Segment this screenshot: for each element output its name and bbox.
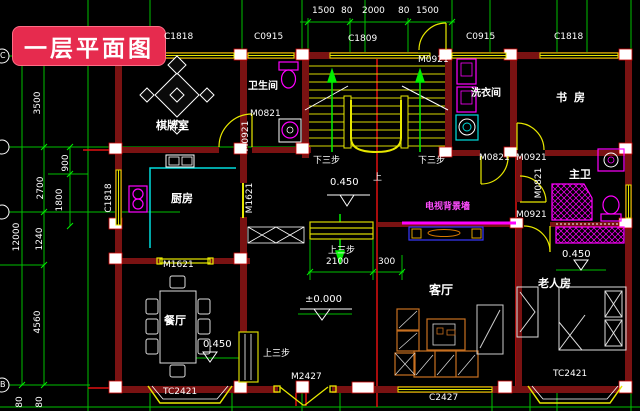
room-label-bathroom: 卫生间 [248,81,278,92]
axis-bubble-b-label: B [0,380,6,389]
room-label-mahjong: 棋牌室 [156,119,189,132]
dim-1500-a: 1500 [312,6,335,16]
bed [558,286,627,351]
tv-cabinet [408,226,484,241]
room-label-study: 书房 [556,91,592,104]
back-door-opening [418,52,448,59]
sofa-set [394,308,479,378]
bay-window-right [527,385,623,404]
door-label-master-vertical: M0821 [534,167,544,199]
steps-label-down-right: 下三步 [418,156,446,166]
hall-cabinet [247,226,305,244]
dim-4560: 4560 [33,310,43,334]
columns [108,48,633,394]
door-label-back: M0921 [418,55,449,65]
door-swings [156,22,551,265]
window-label-c2427: C2427 [429,393,459,403]
room-label-dining: 餐厅 [164,314,186,327]
dresser [555,223,625,244]
dining-table [145,275,211,378]
dim-900: 900 [61,154,71,172]
steps-label-down-left: 下三步 [313,156,341,166]
steps-label-up: 上 [373,173,383,183]
room-label-living: 客厅 [429,283,454,297]
entry-double-door [273,385,337,406]
stair-arrows [326,67,426,266]
window-label-c0915-right: C0915 [466,32,496,42]
window-label-c1818-top-right: C1818 [554,32,584,42]
entry-steps [238,331,259,383]
door-label-bath: M0821 [250,109,281,119]
mahjong-table [139,55,215,135]
steps-label-up3-entry: 上三步 [263,349,291,359]
window-label-c1809: C1809 [348,34,378,44]
dim-12000: 12000 [12,222,22,252]
room-label-elder: 老人房 [538,277,571,290]
door-label-corridor-2: M0921 [516,153,547,163]
axis-bubbles [0,48,10,393]
dim-2000: 2000 [362,6,385,16]
level-label-dining: 0.450 [203,339,232,350]
door-label-kitchen-bottom: M1621 [163,260,194,270]
level-label-elder: 0.450 [562,249,591,260]
hall-steps [309,221,374,240]
dim-80-d: 80 [35,396,45,408]
shower [551,183,593,221]
door-label-corridor-1: M0821 [479,153,510,163]
door-label-elder: M0921 [516,210,547,220]
door-label-bath-vertical: M0921 [241,120,251,152]
dim-80-c: 80 [15,396,25,408]
dim-80-a: 80 [341,6,353,16]
dim-2100: 2100 [326,257,349,267]
master-basin [597,148,625,172]
bay-window-left [147,385,233,404]
laundry-machines [455,58,479,141]
dim-300: 300 [378,257,396,267]
room-label-master-bath: 主卫 [569,168,591,181]
room-label-kitchen: 厨房 [171,192,193,205]
dim-2700: 2700 [36,176,46,200]
single-sofa [476,304,504,355]
kitchen-counter [149,154,236,248]
dim-3500: 3500 [33,91,43,115]
level-label-center: 0.450 [330,177,359,188]
sofa-details [394,310,476,376]
wardrobe [516,286,539,338]
bay-window-label-right: TC2421 [553,369,588,379]
dim-80-b: 80 [398,6,410,16]
steps-label-up3-hall: 上三步 [328,246,356,256]
window-label-c1818-left-wall: C1818 [104,183,114,213]
windows [115,52,632,393]
door-label-kitchen-vertical: M1621 [245,182,255,214]
room-label-laundry: 洗衣间 [471,88,501,99]
level-symbols [202,194,589,363]
dim-1800: 1800 [55,188,65,212]
stove [128,185,148,213]
level-label-entry: ±0.000 [305,294,343,305]
bay-window-label-left: TC2421 [163,387,198,397]
toilet [278,61,299,89]
coffee-table [426,318,466,351]
tv-wall-label: 电视背景墙 [425,202,471,212]
axis-bubble-c-label: C [0,51,6,60]
washbasin [278,118,302,143]
door-label-entry: M2427 [291,372,322,382]
window-label-c0915-left: C0915 [254,32,284,42]
dim-1500-b: 1500 [416,6,439,16]
dim-1240: 1240 [35,227,45,251]
master-toilet [600,195,622,222]
window-label-c1818-top-left: C1818 [164,32,194,42]
drawing-title-banner: 一层平面图 [12,26,166,66]
